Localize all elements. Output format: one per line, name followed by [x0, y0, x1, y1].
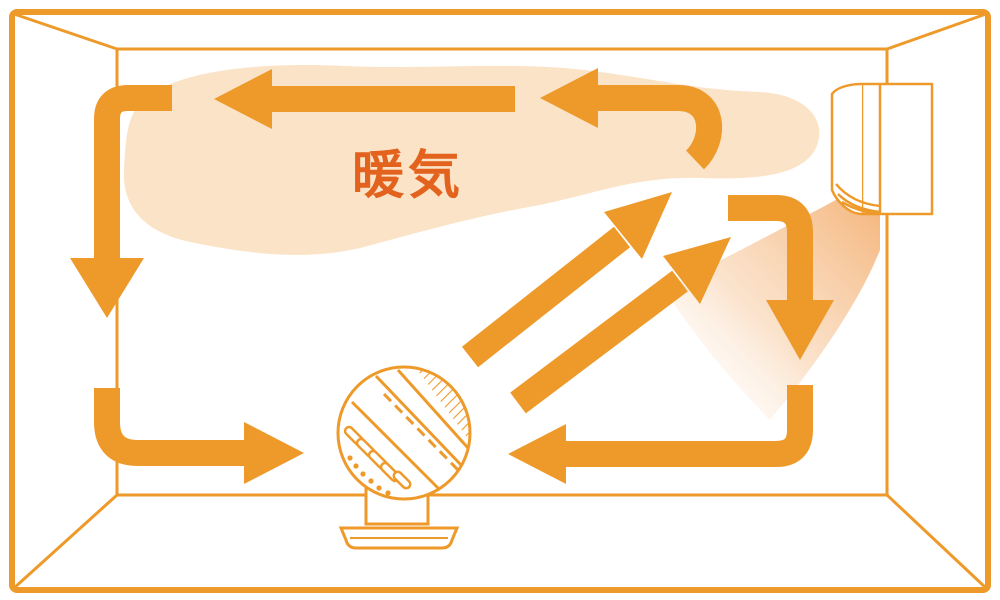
- room-frame: [9, 9, 991, 593]
- airflow-arrows: [94, 85, 813, 467]
- room-outer-wall: [9, 9, 991, 593]
- arrow-ceiling-curl: [592, 85, 723, 170]
- circulator-fan-icon: [336, 365, 472, 550]
- fan-vent-slots: [343, 425, 412, 490]
- arrowhead-ceiling-left: [214, 69, 272, 129]
- wall-mounted-air-conditioner-icon: [830, 82, 934, 216]
- arrowhead-fan-diagonal-2: [663, 237, 731, 304]
- fan-vent-dots: [347, 455, 391, 496]
- arrowhead-fan-diagonal-1: [604, 192, 672, 259]
- room-edge-bottom-left: [12, 493, 119, 590]
- arrow-fan-diagonal-1: [461, 226, 631, 368]
- airflow-arrowheads: [70, 68, 834, 484]
- arrowhead-heater-down: [766, 300, 834, 360]
- arrowhead-ceiling-curl: [540, 68, 598, 128]
- arrow-fan-diagonal-2: [510, 270, 688, 414]
- arrow-floor-return: [560, 385, 813, 467]
- room-edge-bottom-right: [885, 493, 988, 590]
- warm-air-cloud: [123, 65, 820, 255]
- room-edge-top-left: [13, 12, 118, 51]
- warm-air-label: 暖気: [352, 146, 465, 206]
- fan-grille-hatched: [416, 368, 470, 440]
- arrow-floor-to-fan: [94, 388, 250, 466]
- arrowhead-floor-to-fan: [244, 422, 304, 484]
- fan-head: [336, 365, 472, 501]
- arrowhead-floor-return: [508, 424, 566, 484]
- arrowhead-left-wall-down: [70, 258, 144, 318]
- room-edge-top-right: [886, 12, 987, 51]
- arrow-left-wall-down: [94, 85, 172, 262]
- arrow-heater-down: [728, 195, 813, 305]
- fan-dashed-line: [382, 392, 460, 472]
